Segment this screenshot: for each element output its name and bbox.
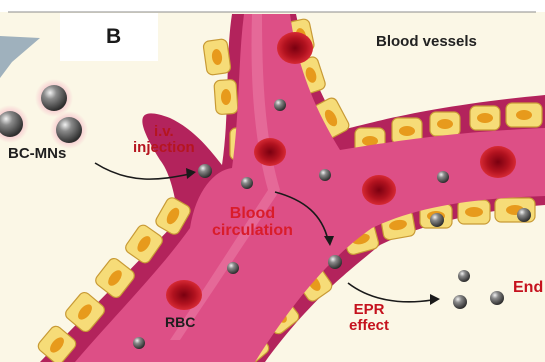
endocytosis-label: End — [513, 280, 543, 297]
iv-line2: injection — [133, 140, 195, 156]
panel-label: B — [106, 26, 121, 48]
blood-vessels-label: Blood vessels — [376, 34, 477, 50]
top-white-band — [0, 0, 545, 12]
iv-injection-label: i.v. injection — [133, 124, 195, 156]
rbc-label: RBC — [165, 315, 195, 330]
epr-line2: effect — [349, 318, 389, 334]
blood-line2: circulation — [212, 223, 293, 240]
iv-line1: i.v. — [133, 124, 195, 140]
epr-effect-label: EPR effect — [349, 302, 389, 334]
blood-circulation-label: Blood circulation — [212, 206, 293, 240]
epr-line1: EPR — [349, 302, 389, 318]
bc-mns-label: BC-MNs — [8, 146, 66, 162]
blood-line1: Blood — [212, 206, 293, 223]
